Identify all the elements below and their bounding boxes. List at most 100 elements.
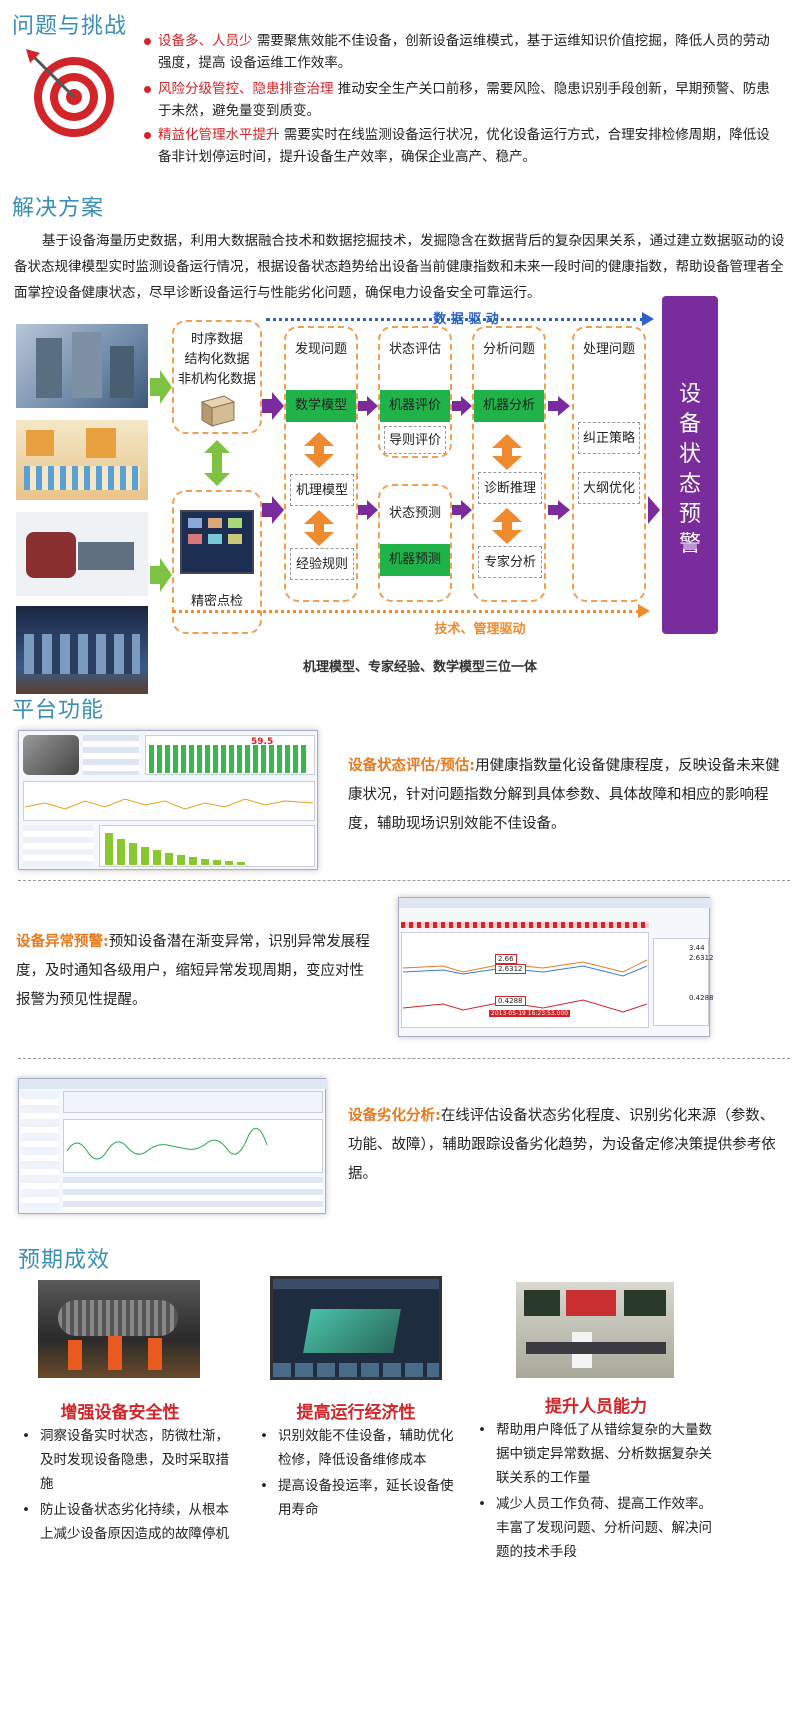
challenge-text: 推动安全生产关口前移，需要风险、隐患识别手段创新，早期预警、防患于未然，避免量变… <box>158 81 770 119</box>
arrow-right-icon <box>648 496 660 524</box>
outline-optimization-box: 大纲优化 <box>578 472 640 504</box>
health-index-screenshot: 59.5 <box>18 730 318 870</box>
server-icon <box>200 395 236 427</box>
equipment-photo-4 <box>16 606 148 694</box>
result-list-safety: 洞察设备实时状态，防微杜渐，及时发现设备隐患，及时采取措施 防止设备状态劣化持续… <box>20 1424 230 1548</box>
list-item: 洞察设备实时状态，防微杜渐，及时发现设备隐患，及时采取措施 <box>20 1424 230 1496</box>
list-item: 减少人员工作负荷、提高工作效率。丰富了发现问题、分析问题、解决问题的技术手段 <box>476 1492 712 1564</box>
machine-prediction-box: 机器预测 <box>380 544 450 576</box>
result-photo-economy <box>270 1276 442 1380</box>
experience-rules-box: 经验规则 <box>290 548 354 580</box>
tech-drive-label: 技术、管理驱动 <box>434 622 526 637</box>
feature-title: 设备异常预警: <box>16 934 109 950</box>
section-title-problems: 问题与挑战 <box>12 14 128 39</box>
feature-description-2: 设备异常预警:预知设备潜在渐变异常，识别异常发展程度，及时通知各级用户，缩短异常… <box>16 928 378 1015</box>
data-source-3: 非机构化数据 <box>177 372 256 387</box>
feature-description-3: 设备劣化分析:在线评估设备状态劣化程度、识别劣化来源（参数、功能、故障），辅助跟… <box>348 1102 788 1189</box>
arrow-right-icon <box>638 604 650 618</box>
mechanism-model-box: 机理模型 <box>290 474 354 506</box>
arrow-right-icon <box>150 370 172 404</box>
time-marker: 2013-05-19 16:23:53.000 <box>489 1010 571 1017</box>
analysis-title: 分析问题 <box>482 342 535 357</box>
bullet-icon <box>144 38 151 45</box>
result-list-personnel: 帮助用户降低了从错综复杂的大量数据中锁定异常数据、分析数据复杂关联关系的工作量 … <box>476 1418 712 1566</box>
assessment-title: 状态评估 <box>388 342 441 357</box>
data-sources-box <box>172 320 262 434</box>
challenge-item-2: 风险分级管控、隐患排查治理 推动安全生产关口前移，需要风险、隐患识别手段创新，早… <box>144 78 778 122</box>
handling-column <box>572 326 646 602</box>
arrow-updown-icon <box>204 440 230 486</box>
result-photo-personnel <box>516 1282 674 1378</box>
arrow-right-icon <box>548 500 570 520</box>
arrow-updown-icon <box>304 510 334 546</box>
handling-title: 处理问题 <box>582 342 635 357</box>
value-marker: 0.4288 <box>495 996 526 1006</box>
health-value: 59.5 <box>251 737 274 747</box>
warning-label: 设备状态预警 <box>678 382 701 557</box>
result-title-economy: 提高运行经济性 <box>296 1403 416 1423</box>
discover-title: 发现问题 <box>294 342 347 357</box>
list-item: 防止设备状态劣化持续，从根本上减少设备原因造成的故障停机 <box>20 1498 230 1546</box>
tech-drive-line <box>172 610 640 613</box>
prediction-title: 状态预测 <box>388 506 441 521</box>
anomaly-warning-screenshot: 2.66 2.6312 0.4288 2013-05-19 16:23:53.0… <box>398 897 714 1037</box>
feature-title: 设备劣化分析: <box>348 1108 441 1124</box>
decomposition-bars <box>105 833 245 865</box>
machine-evaluation-box: 机器评价 <box>380 390 450 422</box>
arrow-right-icon <box>452 396 472 416</box>
diagram-caption: 机理模型、专家经验、数学模型三位一体 <box>302 660 537 675</box>
legend-value: 3.44 <box>689 944 705 952</box>
feature-title: 设备状态评估/预估: <box>348 758 476 774</box>
value-marker: 2.66 <box>495 954 517 964</box>
feature-text: 预知设备潜在渐变异常，识别异常发展程度，及时通知各级用户，缩短异常发现周期，变应… <box>16 934 370 1008</box>
trend-line <box>24 798 314 810</box>
equipment-photo-2 <box>16 420 148 500</box>
challenge-highlight: 设备多、人员少 <box>158 33 253 49</box>
list-item: 帮助用户降低了从错综复杂的大量数据中锁定异常数据、分析数据复杂关联关系的工作量 <box>476 1418 712 1490</box>
machine-analysis-box: 机器分析 <box>474 390 544 422</box>
solution-diagram: 时序数据 结构化数据 非机构化数据 精密点检 数 据 驱 动 发现问题 数学模型… <box>0 296 800 740</box>
feature-text: 在线评估设备状态劣化程度、识别劣化来源（参数、功能、故障），辅助跟踪设备劣化趋势… <box>348 1108 776 1182</box>
guideline-evaluation-box: 导则评价 <box>384 426 446 454</box>
expert-analysis-box: 专家分析 <box>478 546 542 578</box>
inspection-label: 精密点检 <box>190 594 243 609</box>
arrow-right-icon <box>548 396 570 416</box>
result-photo-safety <box>38 1280 200 1378</box>
challenge-text: 需要实时在线监测设备运行状况，优化设备运行方式，合理安排检修周期，降低设备非计划… <box>158 127 770 165</box>
equipment-photo-1 <box>16 324 148 408</box>
result-title-personnel: 提升人员能力 <box>545 1397 647 1417</box>
monitor-screen <box>180 510 254 574</box>
arrow-right-icon <box>262 496 284 524</box>
legend-value: 2.6312 <box>689 954 714 962</box>
bullet-icon <box>144 132 151 139</box>
solution-paragraph: 基于设备海量历史数据，利用大数据融合技术和数据挖掘技术，发掘隐含在数据背后的复杂… <box>14 233 785 301</box>
list-item: 识别效能不佳设备，辅助优化检修，降低设备维修成本 <box>258 1424 464 1472</box>
diagnosis-box: 诊断推理 <box>478 472 542 504</box>
prediction-column <box>378 484 452 602</box>
challenge-highlight: 精益化管理水平提升 <box>158 127 280 143</box>
data-drive-line <box>266 318 644 321</box>
arrow-right-icon <box>262 392 284 420</box>
arrow-updown-icon <box>304 432 334 468</box>
arrow-right-icon <box>642 312 654 326</box>
arrow-right-icon <box>452 500 472 520</box>
section-title-platform: 平台功能 <box>12 698 105 723</box>
divider <box>18 1058 790 1059</box>
section-title-results: 预期成效 <box>18 1248 111 1273</box>
warning-block <box>662 296 718 634</box>
challenge-item-3: 精益化管理水平提升 需要实时在线监测设备运行状况，优化设备运行方式，合理安排检修… <box>144 124 778 168</box>
divider <box>18 880 790 881</box>
section-title-solution: 解决方案 <box>12 196 105 221</box>
list-item: 提高设备投运率，延长设备使用寿命 <box>258 1474 464 1522</box>
result-title-safety: 增强设备安全性 <box>60 1403 180 1423</box>
challenge-item-1: 设备多、人员少 需要聚焦效能不佳设备，创新设备运维模式，基于运维知识价值挖掘，降… <box>144 30 778 74</box>
arrow-right-icon <box>358 500 378 520</box>
arrow-right-icon <box>150 558 172 592</box>
bullet-icon <box>144 86 151 93</box>
target-icon <box>26 49 114 137</box>
equipment-photo-3 <box>16 512 148 596</box>
data-source-1: 时序数据 <box>190 332 243 347</box>
degradation-trend <box>66 1128 268 1160</box>
legend-value: 0.4288 <box>689 994 714 1002</box>
result-list-economy: 识别效能不佳设备，辅助优化检修，降低设备维修成本 提高设备投运率，延长设备使用寿… <box>258 1424 464 1524</box>
